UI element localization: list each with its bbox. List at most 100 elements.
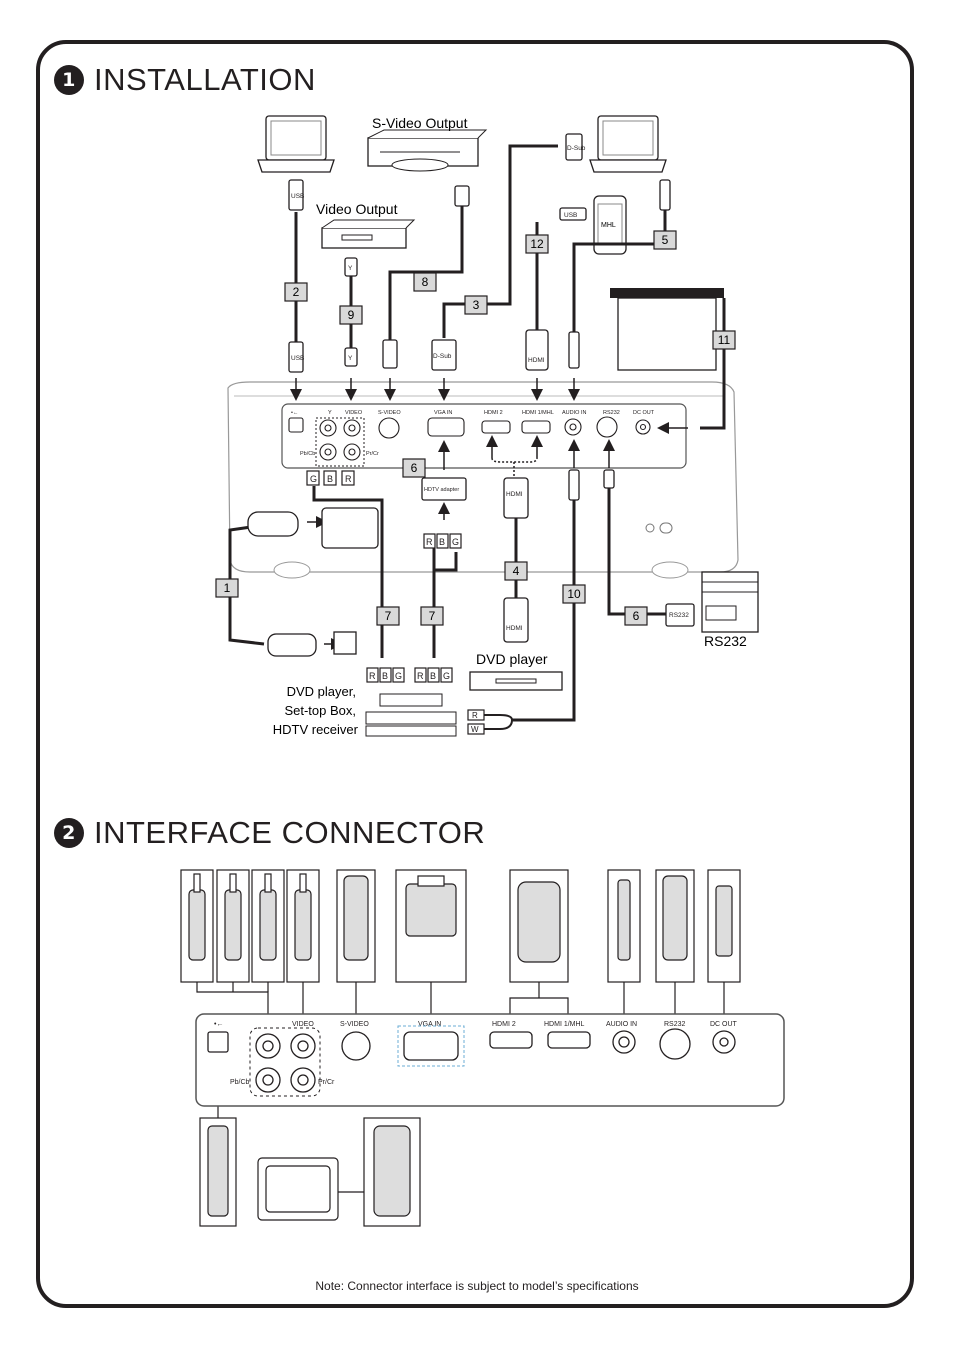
vga-in-port-label: VGA IN (434, 410, 452, 416)
cable-number-badge: 4 (504, 561, 528, 581)
y-plug-top (344, 257, 358, 277)
w-audio-plug-label: W (471, 725, 479, 734)
hdmi2-port (481, 420, 511, 434)
b-plug-label: B (439, 537, 445, 547)
cable-number-text: 7 (429, 609, 436, 623)
dvd-stb-hdtv-device (365, 693, 457, 737)
rs232-panel-port (659, 1028, 691, 1060)
rs232-panel-label: RS232 (664, 1021, 686, 1028)
wall-outlet (333, 631, 357, 655)
r-plug-label: R (426, 537, 433, 547)
svideo-output-device (367, 129, 488, 172)
usb-b-port (288, 417, 304, 433)
rs232-plug-label: RS232 (669, 612, 689, 619)
cable-number-badge: 7 (420, 606, 444, 626)
installation-diagram: •← Y VIDEO S-VIDEO VGA IN HDMI 2 HDMI 1/… (215, 115, 759, 737)
hdmi1-panel-port (547, 1031, 591, 1049)
dsub-label-top: D-Sub (567, 145, 586, 152)
cable-number-text: 7 (385, 609, 392, 623)
cable-number-badge: 7 (376, 606, 400, 626)
usb-panel-symbol: •← (214, 1021, 223, 1028)
video-output-label: Video Output (316, 201, 398, 217)
g-plug-label: G (310, 474, 317, 484)
dvd-player-device (469, 671, 563, 691)
cable-number-text: 6 (633, 609, 640, 623)
pbcb-panel-label: Pb/Cb (230, 1079, 250, 1086)
mhl-phone (593, 195, 627, 255)
hdmi1-port (521, 420, 551, 434)
hdmi-label-top: HDMI (528, 357, 545, 364)
dvd-stb-label-line1: DVD player, (287, 684, 356, 699)
video-output-device (321, 219, 416, 249)
dc-out-panel-label: DC OUT (710, 1021, 738, 1028)
page-frame (36, 40, 914, 1308)
hdmi-label-dvd-lower: HDMI (506, 625, 523, 632)
b-plug-label: B (327, 474, 333, 484)
cable-number-badge: 10 (562, 584, 586, 604)
dc-out-port-label: DC OUT (633, 410, 655, 416)
section-number-badge: 2 (54, 818, 84, 848)
vga-panel-port (403, 1031, 459, 1061)
installation-heading: 1 INSTALLATION (54, 62, 316, 98)
b-plug-label: B (382, 671, 388, 681)
y-plug-bottom (344, 347, 358, 367)
g-plug-label: G (395, 671, 402, 681)
dvd-player-label: DVD player (476, 651, 548, 667)
interface-connector-title: INTERFACE CONNECTOR (94, 815, 486, 850)
hdmi-plug-dvd-upper (503, 477, 529, 519)
cable-number-badge: 9 (339, 305, 363, 325)
cable-number-text: 2 (293, 285, 300, 299)
svideo-output-label: S-Video Output (372, 115, 468, 131)
usb-plug-mhl (559, 207, 587, 221)
interface-connector-diagram: •← VIDEO S-VIDEO VGA IN HDMI 2 HDMI 1/MH… (180, 869, 785, 1227)
y-label-bottom: Y (348, 355, 353, 362)
hdmi-plug-top (525, 329, 549, 371)
svideo-port-label: S-VIDEO (378, 410, 401, 416)
cable-number-text: 12 (530, 237, 544, 251)
power-wall-plug (267, 633, 317, 657)
cable-number-badge: 8 (413, 272, 437, 292)
cable-number-badge: 1 (215, 578, 239, 598)
svideo-panel-port (341, 1031, 371, 1061)
cable-number-badge: 12 (525, 234, 549, 254)
installation-title: INSTALLATION (94, 62, 316, 97)
svideo-panel-label: S-VIDEO (340, 1021, 369, 1028)
cable-number-badge: 2 (284, 282, 308, 302)
projection-screen (610, 288, 724, 371)
video-port-label: VIDEO (345, 410, 363, 416)
g-plug-label: G (452, 537, 459, 547)
cable-number-text: 8 (422, 275, 429, 289)
cable-number-badge: 6 (624, 606, 648, 626)
r-plug-label: R (369, 671, 376, 681)
prcr-port-label: Pr/Cr (366, 451, 379, 457)
laptop-right (589, 115, 667, 173)
g-plug-label: G (443, 671, 450, 681)
vga-in-port (427, 417, 465, 437)
dvd-stb-label-line3: HDTV receiver (273, 722, 359, 737)
y-port-label: Y (328, 410, 332, 416)
svideo-plug-bottom (382, 339, 398, 369)
r-audio-plug-label: R (472, 711, 478, 720)
dsub-label-bottom: D-Sub (433, 353, 452, 360)
cable-number-badge: 11 (712, 330, 736, 350)
prcr-panel-label: Pr/Cr (318, 1079, 335, 1086)
cable-number-badge: 5 (653, 230, 677, 250)
rs232-port (596, 416, 618, 438)
b-plug-label: B (430, 671, 436, 681)
cable-number-text: 4 (513, 564, 520, 578)
projector-body (227, 381, 739, 579)
usb-b-panel-port (207, 1031, 229, 1053)
audio-in-panel-label: AUDIO IN (606, 1021, 637, 1028)
cable-number-text: 3 (473, 298, 480, 312)
dsub-plug-bottom (431, 339, 457, 371)
rs232-port-label: RS232 (603, 410, 620, 416)
hdmi2-port-label: HDMI 2 (484, 410, 503, 416)
hdmi1-panel-label: HDMI 1/MHL (544, 1021, 585, 1028)
footer-note: Note: Connector interface is subject to … (315, 1279, 639, 1293)
usb-port-symbol: •← (291, 410, 298, 416)
mhl-phone-label: MHL (601, 222, 616, 229)
hdmi2-panel-port (489, 1031, 533, 1049)
hdtv-adapter (421, 477, 467, 501)
laptop-left (257, 115, 335, 173)
audio-in-port-label: AUDIO IN (562, 410, 586, 416)
